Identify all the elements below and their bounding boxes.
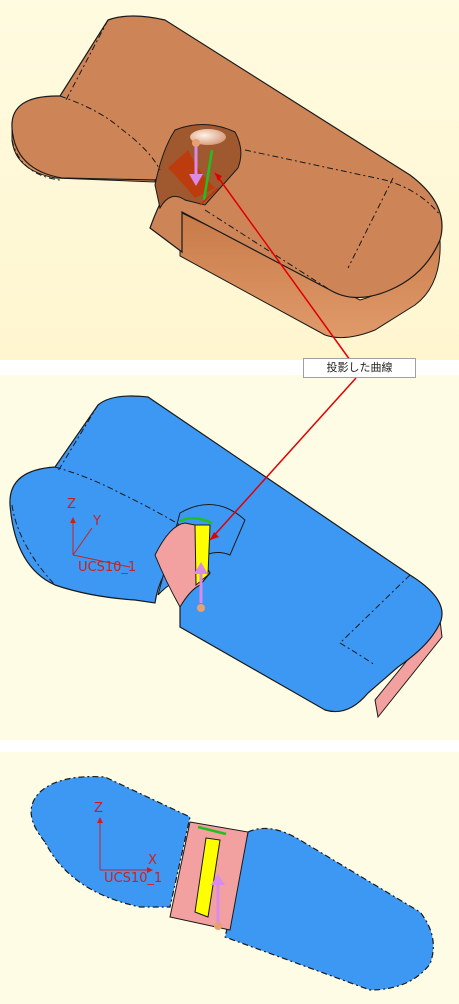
direction-arrow-head <box>211 874 225 885</box>
ucs-y-label: Y <box>92 514 101 529</box>
tangent-edge <box>339 642 376 666</box>
tangent-edge <box>339 574 411 644</box>
direction-arrow-head <box>189 174 203 186</box>
face-highlight[interactable] <box>194 837 221 918</box>
ucs-z-label: Z <box>94 801 103 816</box>
direction-arrow-head <box>194 562 208 574</box>
top-view-panel: Z X UCS10_1 <box>0 752 459 1004</box>
projected-curve-callout: 投影した曲線 <box>303 358 416 378</box>
tangent-edge <box>65 19 109 101</box>
ucs-triad[interactable]: Z X UCS10_1 <box>94 801 162 886</box>
part-model[interactable] <box>30 775 434 991</box>
left-lobe-face <box>30 775 191 908</box>
tangent-edge <box>57 404 99 472</box>
shaded-view-canvas <box>0 0 459 360</box>
ucs-z-label: Z <box>67 497 76 512</box>
right-lobe-face <box>224 827 434 991</box>
ucs-x-label: X <box>148 853 157 868</box>
projected-curve[interactable] <box>197 825 227 836</box>
ucs-z-arrow-head <box>97 817 103 823</box>
ucs-x-arrow-head <box>147 867 153 873</box>
shaded-view-panel <box>0 0 459 360</box>
tangent-edge <box>11 139 61 181</box>
part-model[interactable] <box>9 395 443 719</box>
projected-curve[interactable] <box>179 517 213 525</box>
tangent-edge <box>11 504 56 586</box>
projected-view-panel: Z Y UCS10_1 <box>0 375 459 740</box>
drag-handle[interactable] <box>192 139 200 147</box>
ucs-name-label: UCS10_1 <box>78 560 136 575</box>
tangent-edge <box>244 149 441 216</box>
tangent-edge <box>54 466 181 526</box>
ucs-name-label: UCS10_1 <box>104 871 162 886</box>
tangent-edge <box>347 177 394 269</box>
top-view-canvas: Z X UCS10_1 <box>0 752 459 1004</box>
drag-handle[interactable] <box>197 604 205 612</box>
cut-face <box>154 522 201 609</box>
ucs-z-arrow-head <box>70 517 76 523</box>
projected-view-canvas: Z Y UCS10_1 <box>0 375 459 740</box>
drag-handle[interactable] <box>214 922 222 930</box>
ucs-triad[interactable]: Z Y UCS10_1 <box>67 497 136 575</box>
ucs-y-axis <box>72 527 93 556</box>
ucs-x-axis <box>72 554 131 568</box>
projected-curve[interactable] <box>202 149 214 201</box>
